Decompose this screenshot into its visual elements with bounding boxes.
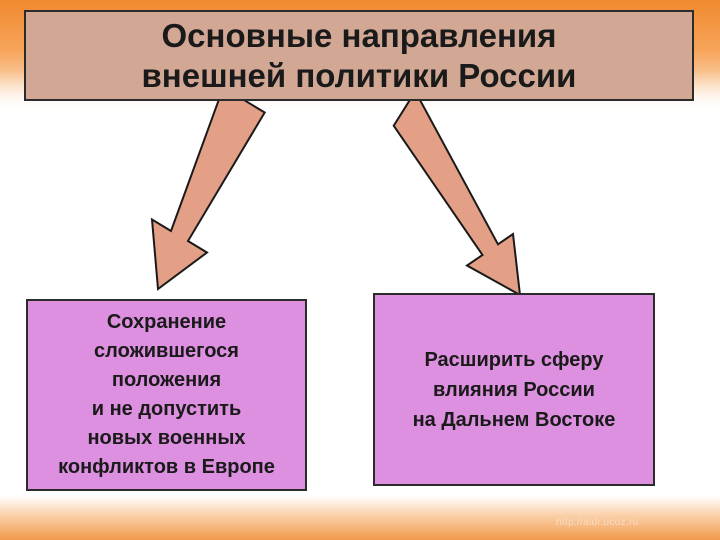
title-box: Основные направления внешней политики Ро…	[24, 10, 694, 101]
direction-far-east-box: Расширить сферу влияния России на Дальне…	[373, 293, 655, 486]
bottom-gradient-band	[0, 496, 720, 540]
arrow-right	[392, 89, 522, 297]
direction-europe-text: Сохранение сложившегося положения и не д…	[58, 311, 275, 478]
arrow-left	[150, 86, 267, 291]
direction-europe-box: Сохранение сложившегося положения и не д…	[26, 299, 307, 491]
watermark-url: http://aldr.ucoz.ru	[556, 517, 639, 528]
direction-far-east-text: Расширить сферу влияния России на Дальне…	[412, 348, 616, 431]
diagram-title: Основные направления внешней политики Ро…	[141, 16, 577, 94]
